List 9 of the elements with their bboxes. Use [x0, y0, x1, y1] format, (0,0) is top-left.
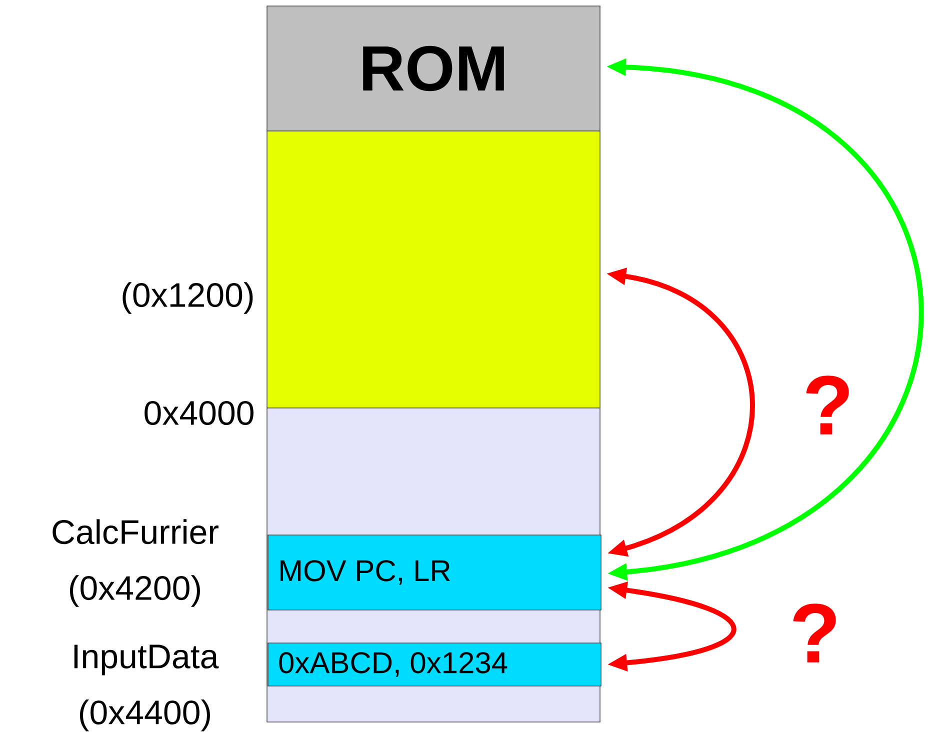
- address-label: 0x4000: [144, 400, 254, 426]
- function-label: CalcFurrier (0x4200): [52, 519, 218, 607]
- question-mark: ?: [793, 604, 836, 662]
- question-mark: ?: [806, 376, 849, 434]
- instruction-box: MOV PC, LR: [268, 534, 602, 610]
- data-box: 0xABCD, 0x1234: [268, 642, 602, 686]
- memory-region: [266, 130, 600, 408]
- rom-section: ROM: [266, 6, 600, 132]
- data-label: InputData (0x4400): [74, 644, 219, 732]
